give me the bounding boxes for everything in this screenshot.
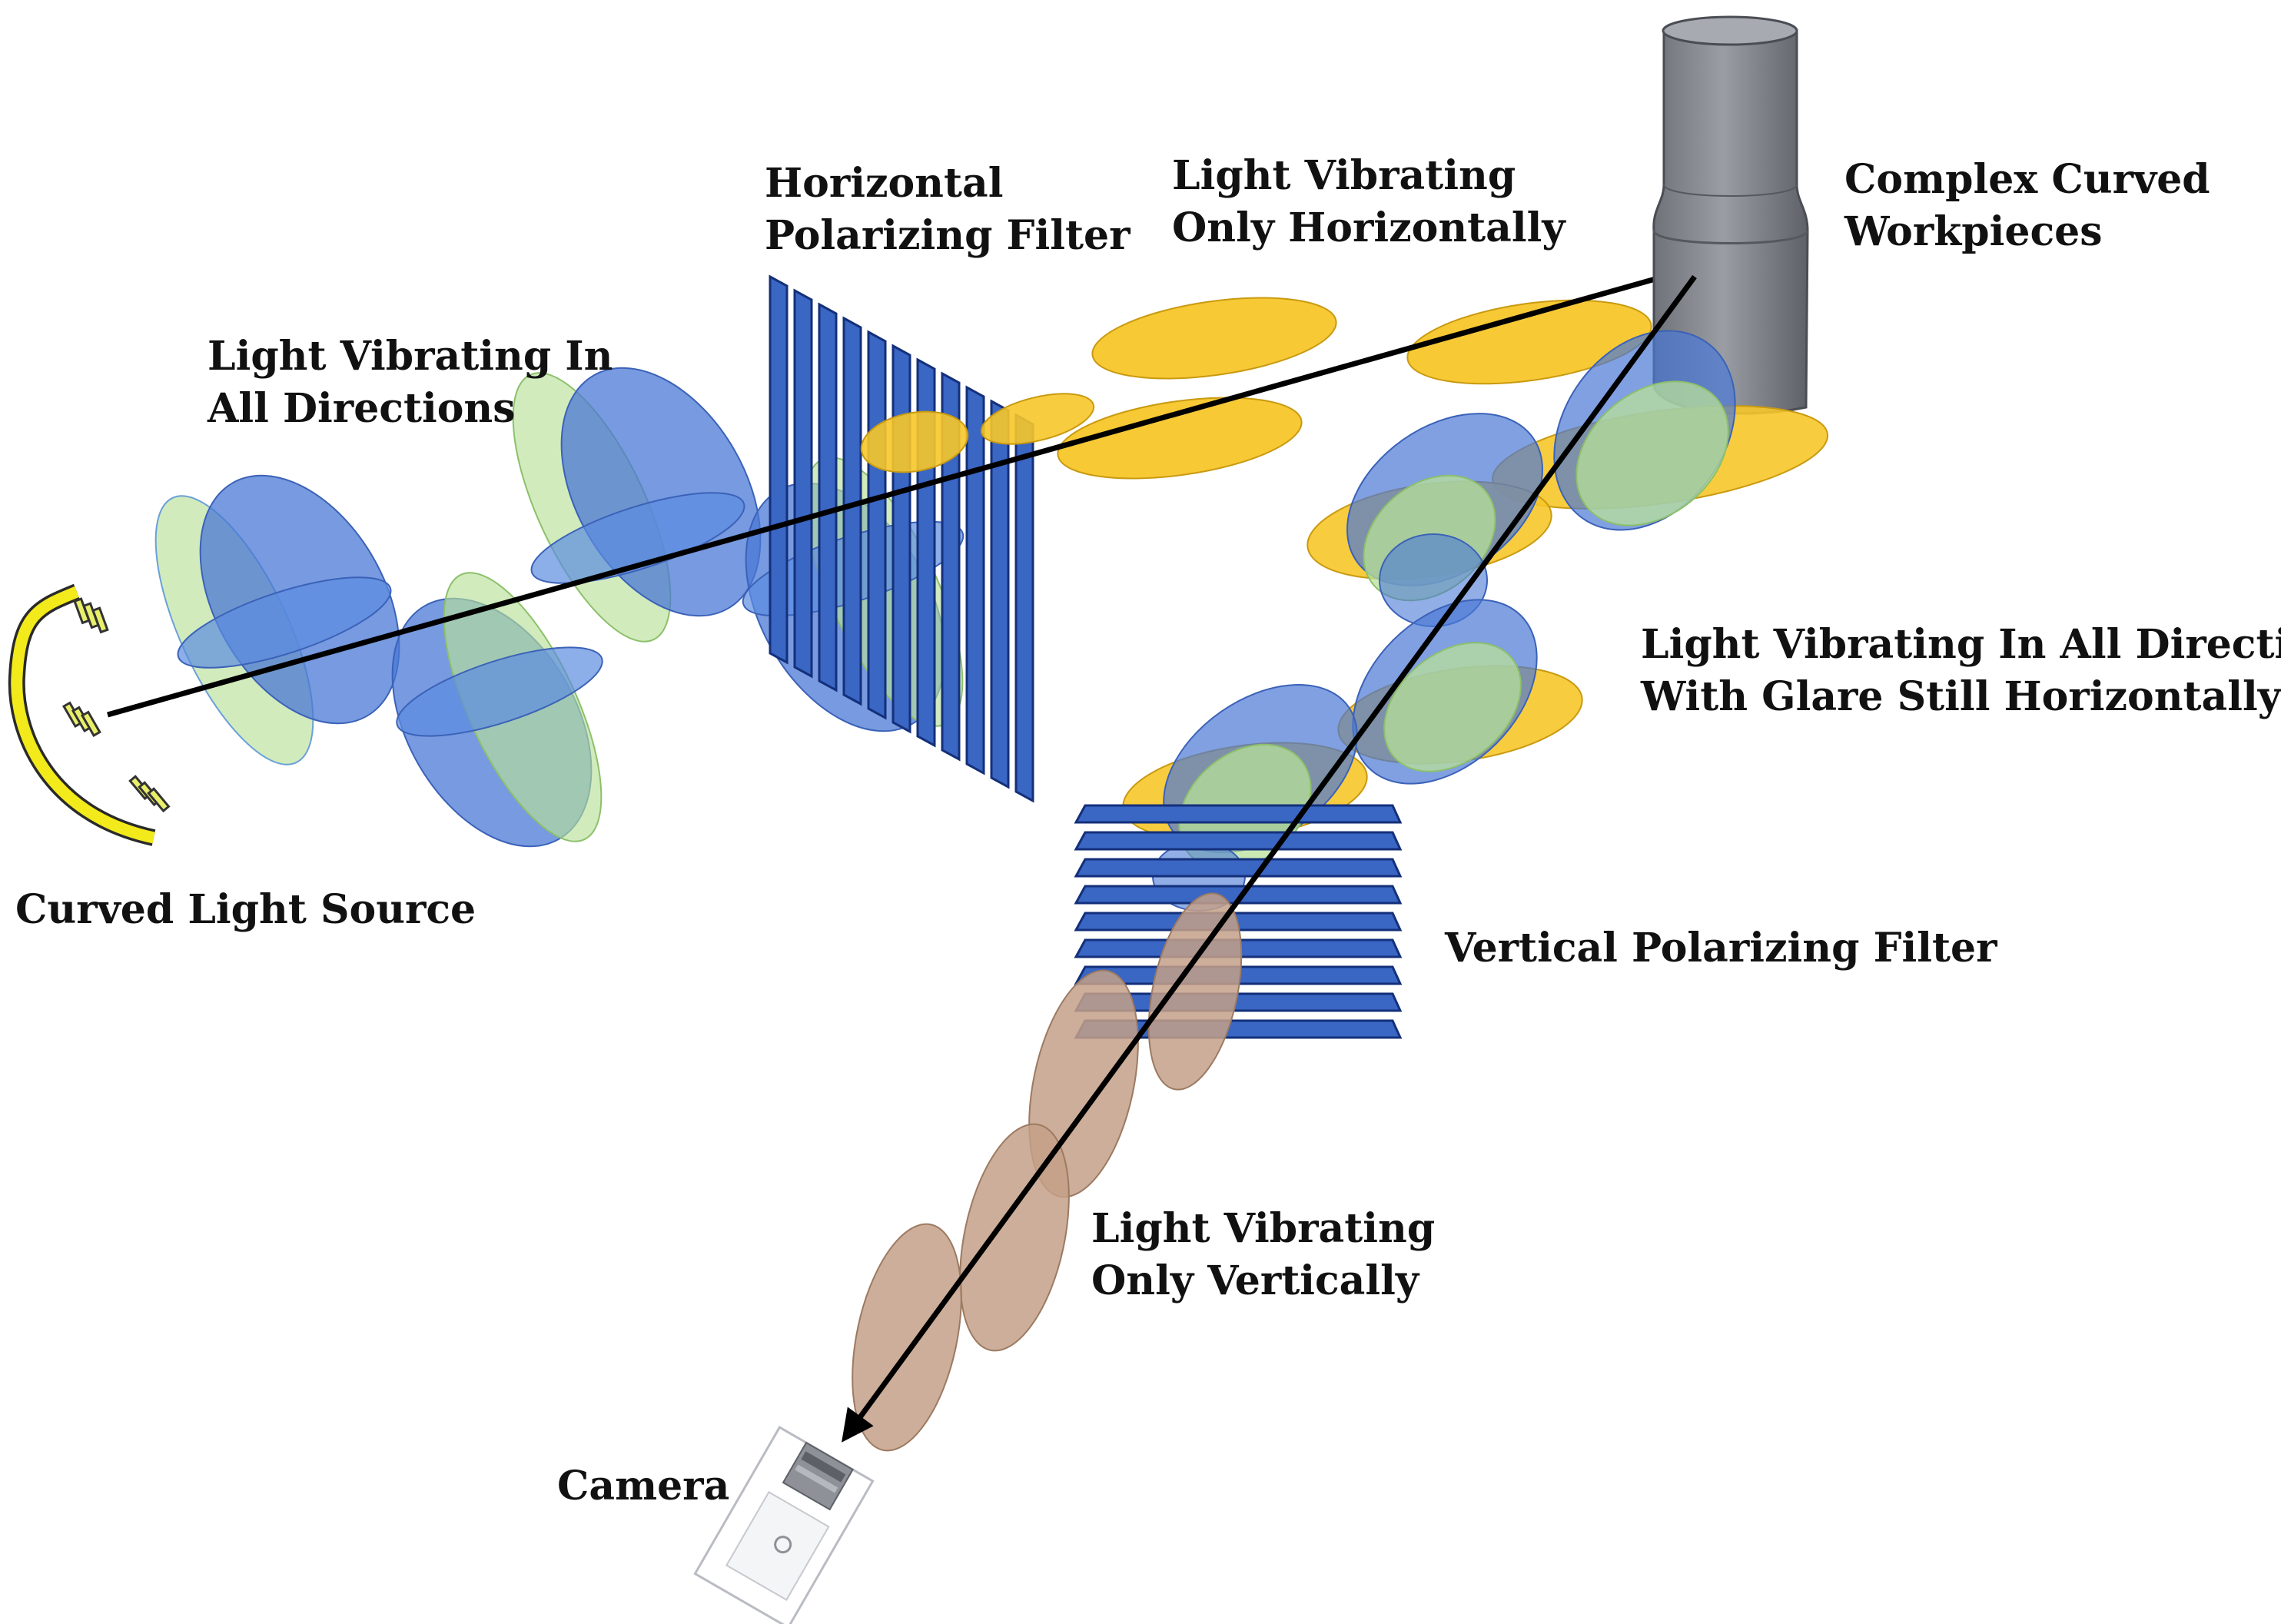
- workpieces-label: Complex Curved Workpieces: [1844, 154, 2210, 258]
- camera-icon: [693, 1426, 875, 1624]
- light-all-directions-line-2: All Directions: [208, 385, 516, 432]
- light-horizontal-line-2: Only Horizontally: [1172, 204, 1565, 251]
- horizontal-filter-label: Horizontal Polarizing Filter: [765, 158, 1130, 262]
- light-all-directions-label: Light Vibrating In All Directions: [208, 330, 613, 435]
- light-horizontal-label: Light Vibrating Only Horizontally: [1172, 150, 1565, 254]
- light-vertical-label: Light Vibrating Only Vertically: [1091, 1203, 1435, 1307]
- light-horizontal-line-1: Light Vibrating: [1172, 152, 1516, 199]
- light-vertical-line-2: Only Vertically: [1091, 1257, 1419, 1304]
- horizontal-filter-line-2: Polarizing Filter: [765, 212, 1131, 259]
- workpieces-line-1: Complex Curved: [1844, 156, 2210, 203]
- vertical-filter-label: Vertical Polarizing Filter: [1445, 925, 1997, 971]
- camera-label: Camera: [557, 1463, 730, 1509]
- curved-lamp-icon: [8, 583, 171, 846]
- cylinder-workpiece-icon: [1652, 15, 1809, 415]
- wave-vertical: [852, 892, 1243, 1452]
- horizontal-polarizing-filter: [769, 274, 1034, 803]
- horizontal-filter-line-1: Horizontal: [765, 160, 1004, 207]
- light-glare-line-1: Light Vibrating In All Directions: [1641, 621, 2281, 668]
- light-all-directions-line-1: Light Vibrating In: [208, 333, 613, 380]
- incident-ray: [107, 260, 1698, 718]
- light-glare-label: Light Vibrating In All Directions With G…: [1641, 619, 2281, 723]
- curved-light-source-label: Curved Light Source: [15, 886, 476, 933]
- light-glare-line-2: With Glare Still Horizontally: [1641, 673, 2281, 720]
- reflected-ray: [842, 274, 1697, 1443]
- workpieces-line-2: Workpieces: [1844, 208, 2103, 255]
- light-vertical-line-1: Light Vibrating: [1091, 1205, 1436, 1252]
- wave-horizontal: [860, 297, 1652, 480]
